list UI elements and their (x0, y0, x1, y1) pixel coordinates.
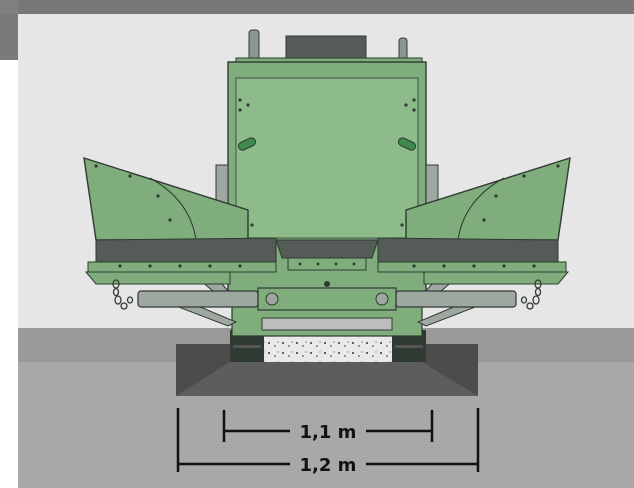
left-wing (83, 156, 277, 285)
gravel-fill (262, 336, 392, 362)
right-chain (520, 279, 542, 310)
hydraulic-cylinders (137, 281, 517, 311)
right-wing (377, 156, 571, 285)
inner-width-label: 1,1 m (300, 422, 357, 443)
trench (176, 336, 478, 396)
inner-dimension (222, 410, 434, 442)
outer-width-label: 1,2 m (300, 455, 357, 476)
center-screed (275, 239, 379, 271)
left-chain (112, 279, 134, 310)
photo-strip (0, 0, 634, 60)
outer-dimension (176, 408, 480, 472)
